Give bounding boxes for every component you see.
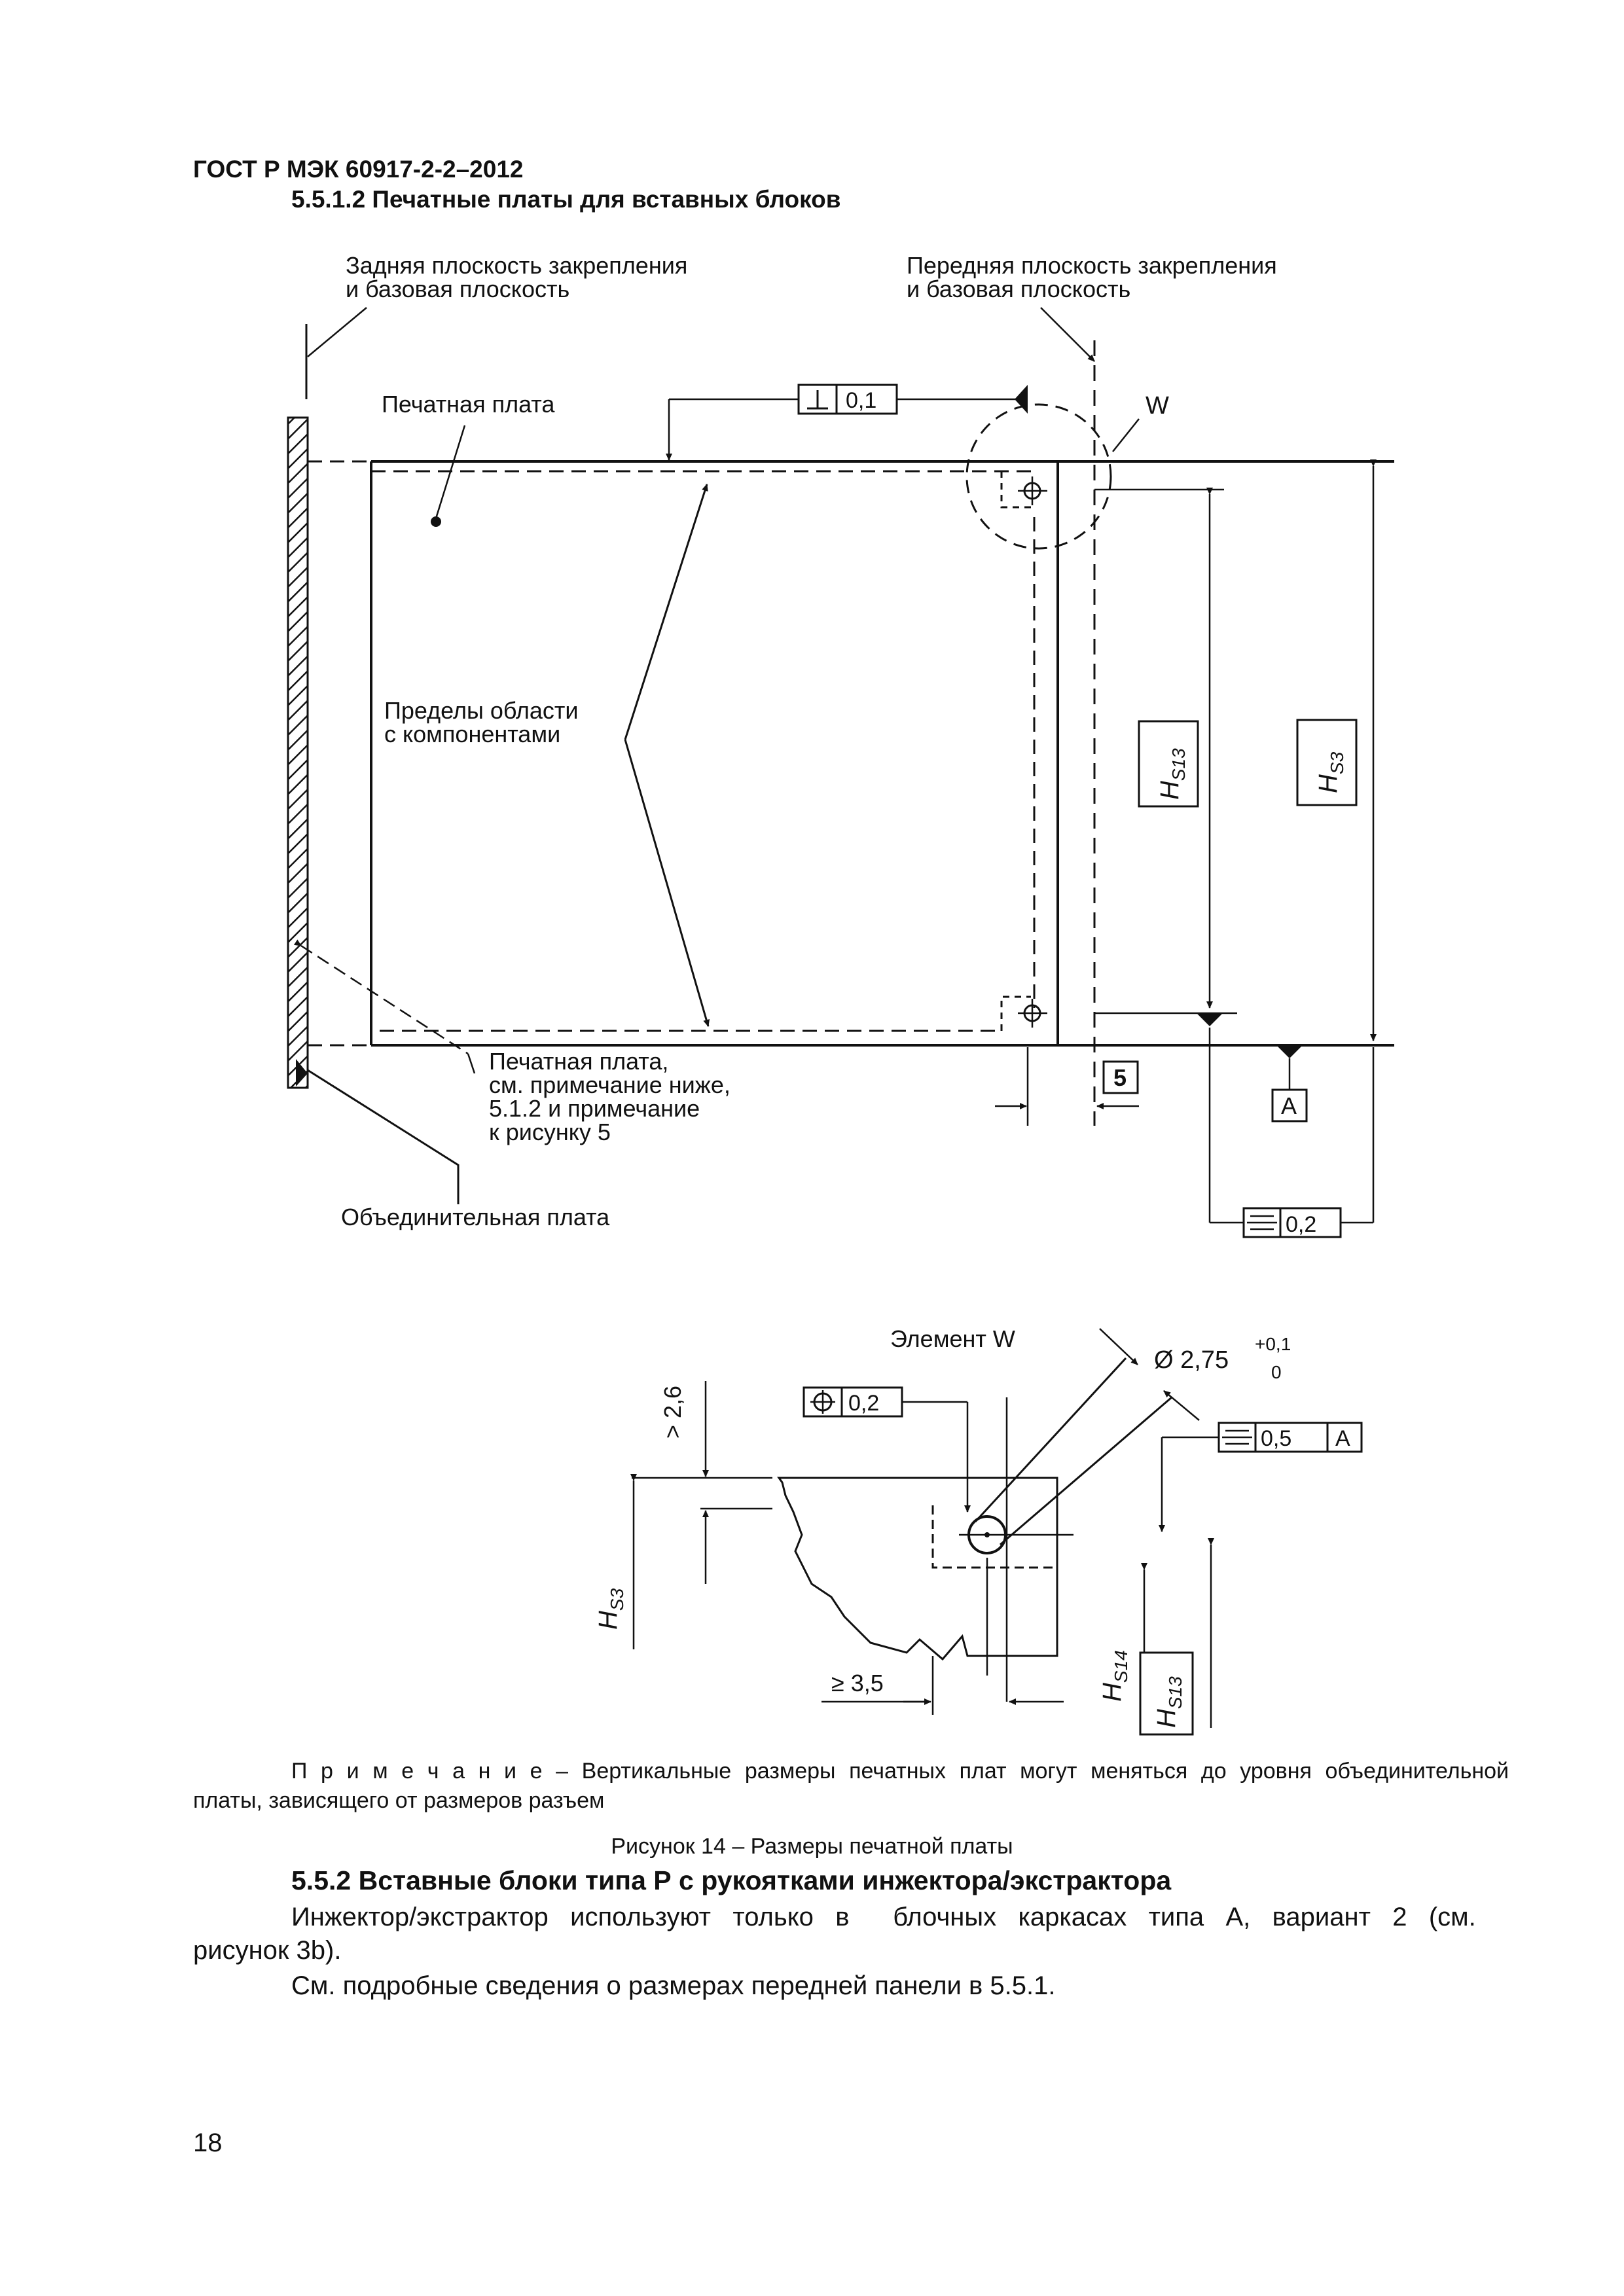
dim5-label: 5	[1113, 1064, 1127, 1091]
position-icon	[810, 1390, 835, 1414]
detail-notch	[931, 1505, 1057, 1569]
datum-a-frame	[1271, 1088, 1308, 1122]
backplane-leader	[307, 1069, 460, 1204]
front-plane-leader	[1040, 307, 1095, 362]
pcb-note-1: Печатная плата,	[489, 1048, 668, 1075]
front-plane-label-1: Передняя плоскость закрепления	[907, 252, 1277, 279]
symmetry-detail-value: 0,5	[1261, 1426, 1291, 1451]
pcb-note-leader	[293, 939, 469, 1055]
section2-para1-line1: Инжектор/экстрактор используют только в …	[291, 1903, 1476, 1931]
element-w-label: Элемент W	[890, 1325, 1015, 1352]
datum-a-triangle	[1276, 1045, 1303, 1058]
diam-leader-1	[974, 1357, 1127, 1523]
hole-top-notch	[1000, 471, 1031, 509]
rear-plane-label-1: Задняя плоскость закрепления	[346, 252, 687, 279]
backplane-label: Объединительная плата	[341, 1204, 610, 1230]
symmetry-value: 0,2	[1286, 1212, 1316, 1237]
symmetry-detail-icon	[1222, 1429, 1252, 1445]
position-value: 0,2	[848, 1391, 879, 1416]
hs13-datum-triangle	[1197, 1013, 1223, 1026]
section2-para1-line2: рисунок 3b).	[193, 1936, 342, 1965]
section2-para2: См. подробные сведения о размерах передн…	[291, 1971, 1056, 2000]
hs13-detail-label: HS13	[1152, 1676, 1185, 1728]
limits-arrow-up	[624, 484, 708, 740]
pcb-leader-dot	[431, 516, 441, 527]
standard-header: ГОСТ Р МЭК 60917-2-2–2012	[193, 156, 524, 183]
rear-plane-leader	[307, 307, 367, 357]
limits-label-2: с компонентами	[384, 721, 560, 747]
limits-label-1: Пределы области	[384, 697, 579, 724]
perp-datum-triangle	[1015, 385, 1028, 414]
w-leader	[1112, 418, 1140, 452]
pcb-label: Печатная плата	[382, 391, 555, 418]
front-plane-label-2: и базовая плоскость	[907, 276, 1130, 302]
diam-value: Ø 2,75	[1154, 1346, 1229, 1374]
pcb-note-leader-tail	[467, 1053, 476, 1074]
hs3-frame	[1296, 719, 1358, 806]
backplane-hatched	[287, 416, 309, 1089]
backplane-arrow	[296, 1059, 308, 1086]
perpendicularity-icon	[807, 390, 828, 410]
page-number: 18	[193, 2128, 223, 2157]
section2-title: 5.5.2 Вставные блоки типа Р с рукоятками…	[291, 1865, 1172, 1895]
dim5-frame	[1102, 1060, 1139, 1094]
hs14-detail-label: HS14	[1098, 1650, 1131, 1702]
diam-arrow-1	[1099, 1328, 1138, 1365]
figure-note-line1: П р и м е ч а н и е – Вертикальные разме…	[291, 1759, 1509, 1784]
pcb-note-2: см. примечание ниже,	[489, 1071, 731, 1098]
hole-bottom-notch	[1000, 996, 1031, 1031]
symmetry-icon	[1247, 1215, 1277, 1230]
diam-arrow-2	[1163, 1390, 1200, 1421]
limits-arrow-down	[624, 739, 710, 1027]
hs13-frame	[1138, 720, 1199, 808]
diam-tol-plus: +0,1	[1255, 1334, 1291, 1354]
section-title: 5.5.1.2 Печатные платы для вставных блок…	[291, 186, 841, 213]
hs13-detail-frame	[1139, 1651, 1194, 1736]
diam-leader-2	[1000, 1396, 1172, 1546]
pcb-leader	[435, 425, 466, 519]
pcb-note-3: 5.1.2 и примечание	[489, 1095, 700, 1122]
symmetry-detail-datum: A	[1335, 1426, 1350, 1451]
hs13-label: HS13	[1155, 748, 1189, 800]
pcb-note-4: к рисунку 5	[489, 1119, 611, 1145]
perpendicularity-value: 0,1	[846, 388, 876, 413]
hs3-detail-label: HS3	[594, 1588, 627, 1630]
hs3-label: HS3	[1314, 751, 1347, 793]
ge35-label: ≥ 3,5	[831, 1670, 884, 1696]
detail-pcb-outline	[777, 1477, 1058, 1661]
figure-caption: Рисунок 14 – Размеры печатной платы	[611, 1834, 1013, 1859]
w-marker: W	[1146, 392, 1169, 420]
rear-plane-label-2: и базовая плоскость	[346, 276, 569, 302]
datum-a-label: A	[1281, 1092, 1297, 1119]
diam-tol-zero: 0	[1271, 1362, 1282, 1382]
note-label: П р и м е ч а н и е	[291, 1759, 543, 1784]
gt26-label: > 2,6	[659, 1386, 686, 1439]
note-text-1: – Вертикальные размеры печатных плат мог…	[542, 1759, 1509, 1784]
detail-w-circle	[965, 403, 1112, 550]
figure-note-line2: платы, зависящего от размеров разъем	[193, 1788, 605, 1813]
